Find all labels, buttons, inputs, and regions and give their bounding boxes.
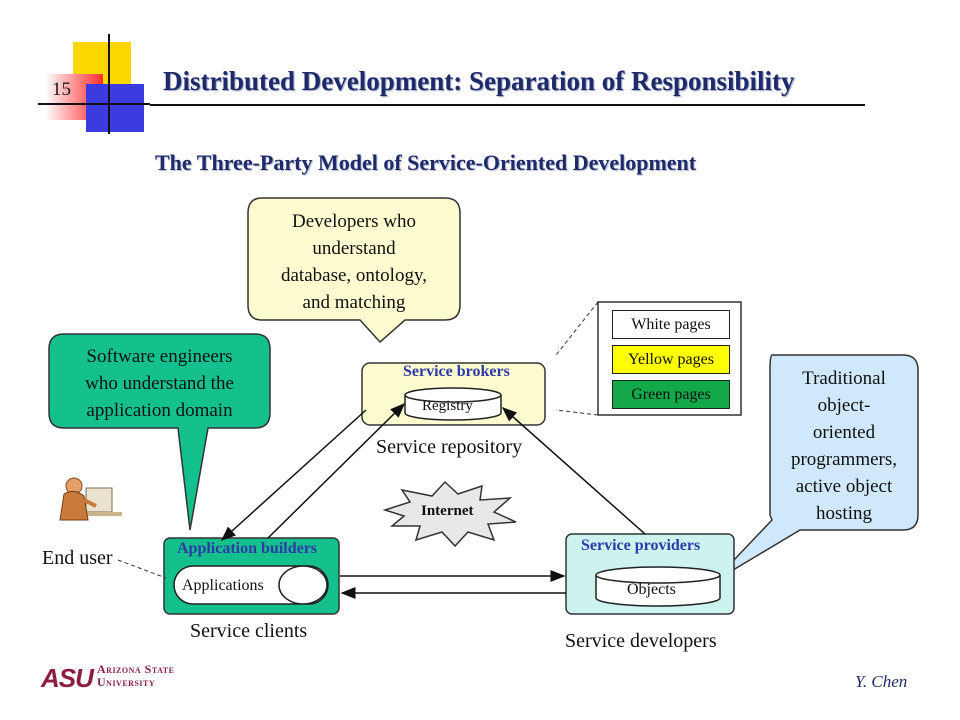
decor-vertical-line [108,34,110,134]
end-user-label: End user [42,547,113,569]
author-credit: Y. Chen [855,672,908,691]
applications-label: Applications [182,577,264,594]
slide-title: Distributed Development: Separation of R… [163,66,795,96]
arrow-providers-to-registry [501,407,646,535]
callout-oo-programmers-text: Traditional object- oriented programmers… [772,365,916,527]
asu-line-1: Arizona State [97,662,175,676]
end-user-connector [117,559,167,579]
objects-label: Objects [627,581,676,598]
callout-app-engineers [48,333,271,531]
callout-app-engineers-text: Software engineers who understand the ap… [51,343,268,424]
brokers-title: Service brokers [403,363,510,380]
providers-title: Service providers [581,537,701,554]
internet-burst [382,480,517,548]
asu-line-2: University [97,675,156,689]
callout-line: application domain [86,400,233,421]
callout-line: programmers, [790,449,898,470]
brokers-caption: Service repository [376,436,523,458]
registry-label: Registry [422,398,473,414]
providers-caption: Service developers [565,630,717,652]
callout-line: oriented [812,422,876,443]
callout-line: Developers who [292,211,416,232]
callout-line: and matching [302,292,406,313]
callout-line: hosting [816,503,872,524]
pages-connector-bottom [555,409,599,416]
end-user-icon [59,477,122,521]
builders-title: Application builders [177,540,318,557]
callout-line: object- [817,395,871,416]
internet-label: Internet [421,503,474,519]
builders-caption: Service clients [190,620,308,642]
arrow-brokers-to-builders [220,409,367,542]
green-pages: Green pages [612,380,730,409]
callout-line: Traditional [802,368,886,389]
decor-horizontal-line [38,103,150,105]
slide-number: 15 [52,79,71,100]
callout-brokers-devs [247,197,461,344]
callout-oo-programmers [712,354,919,583]
registry-cylinder [404,387,502,421]
asu-logo: ASU [41,663,94,693]
callout-line: understand [312,238,396,259]
white-pages: White pages [612,310,730,339]
callout-line: active object [795,476,893,497]
slide-subtitle: The Three-Party Model of Service-Oriente… [155,150,697,175]
arrow-builders-to-registry [267,402,406,539]
pages-connector-top [555,301,599,356]
title-underline [150,104,865,106]
objects-cylinder [595,566,721,607]
callout-line: database, ontology, [281,265,427,286]
yellow-pages: Yellow pages [612,345,730,374]
title-decoration [0,0,160,140]
callout-line: who understand the [85,373,234,394]
applications-cap [278,565,328,605]
callout-brokers-devs-text: Developers who understand database, onto… [250,208,458,316]
callout-line: Software engineers [86,346,233,367]
decor-blue-square [86,84,144,132]
asu-wordmark: Arizona State University [97,663,174,689]
